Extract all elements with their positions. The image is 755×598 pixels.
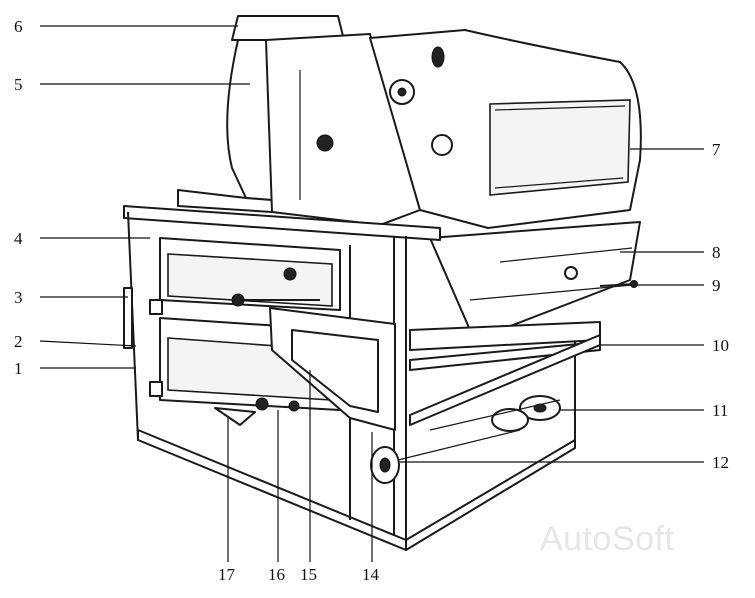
callout-2: 2 [14, 332, 23, 351]
callout-12: 12 [712, 453, 729, 472]
callout-11: 11 [712, 401, 729, 420]
callout-8: 8 [712, 243, 721, 262]
lower-deck [409, 321, 601, 426]
adjust-rod [599, 280, 638, 288]
callout-10: 10 [712, 336, 729, 355]
watermark: AutoSoft [540, 520, 675, 558]
lower-pulley [370, 429, 521, 484]
callout-6: 6 [14, 17, 23, 36]
callout-7: 7 [712, 140, 721, 159]
callout-15: 15 [300, 565, 317, 584]
callout-9: 9 [712, 276, 721, 295]
callout-17: 17 [218, 565, 235, 584]
callout-4: 4 [14, 229, 23, 248]
fan-housing [177, 39, 273, 213]
drive-assembly [429, 395, 561, 432]
side-bracket [123, 287, 163, 397]
sieve-box-upper [159, 237, 341, 311]
callout-14: 14 [362, 565, 379, 584]
upper-housing [265, 33, 421, 226]
callout-3: 3 [14, 288, 23, 307]
callout-16: 16 [268, 565, 285, 584]
inspection-door [269, 307, 396, 431]
callout-5: 5 [14, 75, 23, 94]
hopper [429, 221, 641, 331]
callout-1: 1 [14, 359, 23, 378]
leader-lines [39, 25, 704, 562]
drum-cover [369, 29, 642, 229]
